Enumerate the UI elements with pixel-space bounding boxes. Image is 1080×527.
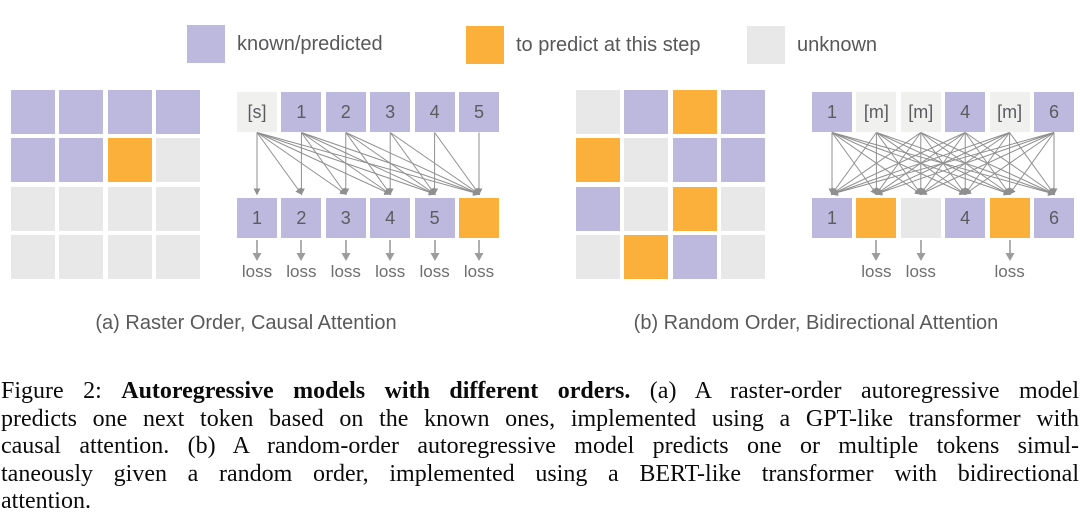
attention-lines-causal xyxy=(253,132,483,196)
loss-label: loss xyxy=(994,262,1025,281)
panel-a-caption: (a) Raster Order, Causal Attention xyxy=(95,312,397,334)
figure-caption-line: taneously given a random order, implemen… xyxy=(1,460,1079,487)
loss-label: loss xyxy=(463,262,495,281)
grid-cell-predict xyxy=(576,138,620,183)
grid-cell-known xyxy=(721,138,766,183)
grid-cell-predict xyxy=(672,90,717,134)
loss-label: loss xyxy=(419,262,450,281)
down-arrow-icon xyxy=(916,240,926,261)
grid-cell-predict xyxy=(624,235,669,280)
down-arrow-icon xyxy=(252,240,262,261)
grid-cell-known xyxy=(624,90,669,134)
loss-label: loss xyxy=(375,262,406,281)
token-top-[m]: [m] xyxy=(989,92,1030,132)
grid-cell-unknown xyxy=(156,235,201,280)
legend-item-unknown: unknown xyxy=(747,26,877,64)
grid-cell-unknown xyxy=(624,186,669,231)
token-top-[m]: [m] xyxy=(900,92,941,132)
figure-caption-line: causal attention. (b) A random-order aut… xyxy=(1,433,1079,460)
down-arrow-icon xyxy=(871,240,881,261)
token-bottom-5: 5 xyxy=(414,198,455,238)
grid-cell-unknown xyxy=(59,235,104,280)
grid-cell-unknown xyxy=(156,186,201,231)
token-bottom-predict xyxy=(856,198,897,238)
down-arrow-icon xyxy=(430,240,440,261)
legend-label: known/predicted xyxy=(237,32,383,55)
loss-label: loss xyxy=(330,262,361,281)
grid-cell-unknown xyxy=(576,90,620,134)
down-arrow-icon xyxy=(296,240,306,261)
legend-label: to predict at this step xyxy=(516,33,701,56)
grid-cell-known xyxy=(672,235,717,280)
grid-cell-known xyxy=(59,138,104,183)
grid-cell-known xyxy=(59,90,104,134)
token-top-3: 3 xyxy=(370,92,411,132)
grid-cell-predict xyxy=(672,186,717,231)
token-top-1: 1 xyxy=(281,92,322,132)
token-bottom-unknown xyxy=(900,198,941,238)
grid-cell-unknown xyxy=(156,138,201,183)
grid-cell-known xyxy=(672,138,717,183)
caption-suffix: (a) A raster-order autoregressive model xyxy=(630,378,1079,404)
caption-bold-title: Autoregressive models with different ord… xyxy=(121,378,631,404)
token-bottom-3: 3 xyxy=(325,198,366,238)
token-top-[m]: [m] xyxy=(856,92,897,132)
grid-cell-unknown xyxy=(107,235,152,280)
token-bottom-1: 1 xyxy=(812,198,852,238)
legend-item-known: known/predicted xyxy=(187,25,383,63)
token-top-2: 2 xyxy=(325,92,366,132)
panel-b-caption: (b) Random Order, Bidirectional Attentio… xyxy=(633,312,999,334)
token-bottom-predict xyxy=(989,198,1030,238)
down-arrow-icon xyxy=(1005,240,1015,261)
grid-cell-unknown xyxy=(107,186,152,231)
grid-cell-unknown xyxy=(624,138,669,183)
token-top-5: 5 xyxy=(459,92,499,132)
figure-caption-line: predicts one next token based on the kno… xyxy=(1,405,1079,432)
token-bottom-1: 1 xyxy=(237,198,277,238)
grid-cell-unknown xyxy=(11,235,55,280)
token-top-6: 6 xyxy=(1034,92,1074,132)
grid-cell-known xyxy=(11,90,55,134)
grid-cell-known xyxy=(721,90,766,134)
caption-prefix: Figure 2: xyxy=(1,378,122,404)
predict-swatch-icon xyxy=(466,26,504,64)
loss-label: loss xyxy=(241,262,273,281)
down-arrow-icon xyxy=(385,240,395,261)
token-bottom-predict xyxy=(459,198,499,238)
unknown-swatch-icon xyxy=(747,26,785,64)
legend-item-predict: to predict at this step xyxy=(466,26,701,64)
attention-lines-bidirectional xyxy=(828,132,1058,196)
grid-cell-predict xyxy=(107,138,152,183)
token-top-4: 4 xyxy=(414,92,455,132)
down-arrow-icon xyxy=(341,240,351,261)
grid-cell-unknown xyxy=(11,186,55,231)
loss-label: loss xyxy=(861,262,892,281)
grid-cell-known xyxy=(576,186,620,231)
figure-caption: Figure 2: Autoregressive models with dif… xyxy=(1,378,1079,516)
token-bottom-6: 6 xyxy=(1034,198,1074,238)
grid-cell-unknown xyxy=(721,235,766,280)
legend-label: unknown xyxy=(797,33,878,56)
token-top-1: 1 xyxy=(812,92,852,132)
loss-label: loss xyxy=(905,262,936,281)
down-arrow-icon xyxy=(474,240,484,261)
token-top-[s]: [s] xyxy=(237,92,277,132)
token-top-4: 4 xyxy=(945,92,986,132)
grid-cell-known xyxy=(11,138,55,183)
token-bottom-2: 2 xyxy=(281,198,322,238)
token-bottom-4: 4 xyxy=(945,198,986,238)
known-swatch-icon xyxy=(187,25,225,63)
figure-caption-line: Figure 2: Autoregressive models with dif… xyxy=(1,378,1079,406)
loss-label: loss xyxy=(286,262,317,281)
grid-cell-unknown xyxy=(576,235,620,280)
grid-cell-known xyxy=(156,90,201,134)
figure-caption-line: attention. xyxy=(1,488,91,515)
grid-cell-unknown xyxy=(59,186,104,231)
token-bottom-4: 4 xyxy=(370,198,411,238)
grid-cell-unknown xyxy=(721,186,766,231)
grid-cell-known xyxy=(107,90,152,134)
